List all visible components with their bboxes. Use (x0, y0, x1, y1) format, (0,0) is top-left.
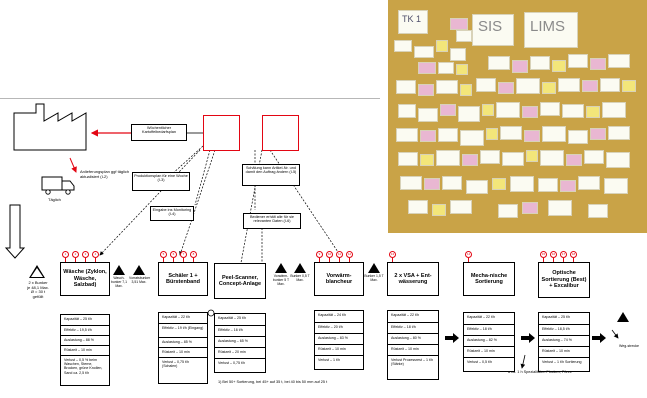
end-label-bottom: a ca. 1 h Spezialitäten Flocken, Püree (508, 370, 572, 374)
data-row: Kapazität – 25 t/h (218, 316, 246, 320)
buffer-label: Wasch-bunker 7,1 Max. (110, 276, 128, 288)
process-box: Optische Sortierung (Best) + Excalibur (538, 262, 590, 298)
warning-triangle-icon (133, 265, 145, 275)
delivery-frequency-label: Täglich (48, 197, 61, 202)
buffer-label: Vorwärm-bunker 5 T Max. (272, 274, 290, 286)
data-row: Effektiv – 18,5 t/h (539, 324, 589, 335)
data-row: Auslastung – 80 % (388, 333, 438, 344)
buffer-prewarm: Vorwärm-bunker 5 T Max. (273, 263, 291, 286)
data-row: Rüstzeit – 10 min (388, 344, 438, 355)
buffer-label: Bunker 0,5 T Max. (290, 274, 310, 282)
data-row: Effektiv – 19 t/h (Eingang) (159, 323, 207, 337)
data-row: Kapazität – 25 t/h (542, 315, 570, 319)
data-row: Auslastung – 88 % (61, 335, 109, 345)
data-row: Rüstzeit – 10 min (539, 346, 589, 357)
data-box: Kapazität – 25 t/h Effektiv – 19,5 t/h A… (60, 314, 110, 386)
bunker-line-2: je 48,1 Max. (27, 284, 49, 290)
buffer-small: Bunker 0,5 T Max. (290, 263, 310, 282)
section-divider (0, 98, 380, 99)
data-row: Effektiv – 20 t/h (315, 322, 363, 333)
buffer-storage: Vorratsbunker 3,51 Max. (129, 265, 150, 284)
erp-system-box (262, 115, 299, 151)
data-box: Kapazität – 24 t/h Effektiv – 20 t/h Aus… (314, 310, 364, 370)
data-box: Kapazität – 22 t/h Effektiv – 18 t/h Aus… (463, 312, 515, 372)
data-row: Auslastung – 82 % (464, 335, 514, 346)
data-row: Effektiv – 19,5 t/h (61, 325, 109, 335)
data-row: Kapazität – 22 t/h (162, 315, 190, 319)
kaizen-bubbles (60, 250, 110, 260)
data-box: Kapazität – 25 t/h Effektiv – 18,5 t/h A… (538, 312, 590, 372)
data-row: Verlust – 0,5 % beim Waschen, Sterne, Br… (61, 355, 109, 386)
buffer-medium: Bunker 1,5 T Max. (364, 263, 384, 282)
data-row: Kapazität – 22 t/h (391, 313, 419, 317)
weekly-demand-note: Wöchentlicher Kartoffelbedarfsplan (131, 124, 187, 141)
data-row: Rüstzeit – 10 min (61, 345, 109, 355)
warning-triangle-icon (617, 312, 629, 322)
footnote: 1) Bei 50+ Sortierung, bei 45+ auf 35 t,… (218, 380, 328, 384)
data-row: Effektiv – 18 t/h (388, 322, 438, 333)
data-row: Auslastung – 85 % (159, 337, 207, 347)
factory-icon (13, 103, 87, 151)
bunker-line-3: Ø = 30 t (30, 289, 46, 295)
process-box: Wäsche (Zyklon, Wäsche, Salzbad) (60, 262, 110, 296)
photo-label-lims: LIMS (530, 18, 566, 35)
push-arrows (445, 333, 606, 343)
data-row: Auslastung – 65 % (215, 336, 265, 347)
bunker-label: 2 x Bunker je 48,1 Max. Ø = 30 t gefüllt (18, 280, 58, 299)
data-row: Verlust – 1 t/h Sortierung (539, 357, 589, 372)
process-box: Mecha-nische Sortierung (463, 262, 515, 296)
process-box: Vorwärm-blancheur (314, 262, 364, 296)
data-row: Auslastung – 74 % (539, 335, 589, 346)
whiteboard-photo: TK 1 SIS LIMS (388, 0, 647, 233)
warning-triangle-icon (294, 263, 306, 273)
data-row: Effektiv – 16 t/h (215, 325, 265, 336)
delivery-plan-label: Anlieferungsplan ggf täglich aktualisier… (80, 169, 130, 179)
data-box: Kapazität – 22 t/h Effektiv – 18 t/h Aus… (387, 310, 439, 380)
planning-system-box (203, 115, 240, 151)
warning-triangle-icon (368, 263, 380, 273)
process-box: Schäler 1 + Bürstenband (158, 262, 208, 296)
data-row: Rüstzeit – 10 min (464, 346, 514, 357)
end-label-right: Weg-strecke (618, 344, 640, 348)
data-row: Effektiv – 18 t/h (464, 324, 514, 335)
buffer-wash: Wasch-bunker 7,1 Max. (111, 265, 129, 288)
data-row: Verlust – 0,75 t/h (215, 358, 265, 373)
operator-note: Bediener erhält alle für sie relevanten … (243, 213, 301, 229)
data-row: Rüstzeit – 20 min (215, 347, 265, 358)
bunker-line-4: gefüllt (32, 293, 44, 299)
data-box: Kapazität – 22 t/h Effektiv – 19 t/h (Ei… (158, 312, 208, 384)
buffer-label: Vorratsbunker 3,51 Max. (129, 276, 151, 284)
production-plan-note: Produktionsplan für eine Woche (I-3) (132, 172, 190, 191)
data-row: Rüstzeit – 10 min (159, 347, 207, 357)
data-row: Kapazität – 22 t/h (467, 315, 495, 319)
end-warning (617, 312, 633, 322)
data-row: Verlust Prozessrest – 1 t/h (Stärke) (388, 355, 438, 380)
data-row: Auslastung – 83 % (315, 333, 363, 344)
data-row: Verlust – 1 t/h (315, 355, 363, 370)
data-row: Verlust – 0,5 t/h (464, 357, 514, 372)
buffer-label: Bunker 1,5 T Max. (364, 274, 384, 282)
scale-note: Schälung kann Artikel-Nr. und damit den … (242, 164, 300, 186)
process-box: 2 x VSA + Ent-wässerung (387, 262, 439, 296)
data-box: Kapazität – 25 t/h Effektiv – 16 t/h Aus… (214, 313, 266, 373)
monitoring-note: Eingabe ins Monitoring (I-4) (150, 206, 194, 221)
photo-label-sis: SIS (478, 18, 503, 35)
push-arrow-icon (4, 204, 26, 259)
warning-triangle-icon (113, 265, 125, 275)
truck-icon (41, 176, 75, 195)
photo-label-tk1: TK 1 (402, 14, 422, 24)
data-row: Verlust – 0,75 t/h (Schalen) (159, 357, 207, 384)
bunker-line-1: 2 x Bunker (28, 280, 48, 285)
data-row: Kapazität – 24 t/h (318, 313, 346, 317)
warning-triangle-icon (275, 263, 287, 273)
data-row: Kapazität – 25 t/h (64, 317, 92, 321)
process-box: Peel-Scanner, Concept-Anlage (214, 263, 266, 299)
data-row: Rüstzeit – 10 min (315, 344, 363, 355)
warning-triangle-inner (31, 267, 43, 277)
